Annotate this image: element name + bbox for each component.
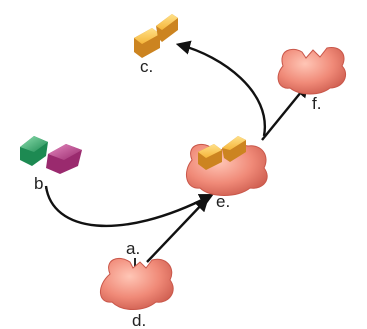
- label-f: f.: [312, 94, 321, 113]
- label-c: c.: [140, 57, 153, 76]
- label-d: d.: [132, 311, 146, 329]
- enzyme-f-icon: [278, 47, 345, 94]
- substrate-pink-icon: [46, 144, 82, 174]
- label-e: e.: [216, 192, 230, 211]
- substrate-green-icon: [20, 136, 48, 166]
- enzyme-d-icon: [100, 258, 173, 309]
- arrow-e-to-c: [180, 45, 265, 136]
- label-a: a.: [126, 239, 140, 258]
- arrow-e-to-f: [262, 86, 306, 140]
- label-b: b.: [34, 174, 48, 193]
- enzyme-product-complex-e-icon: [186, 136, 267, 196]
- arrow-d-to-e: [147, 200, 206, 262]
- product-c-icon: [134, 14, 178, 58]
